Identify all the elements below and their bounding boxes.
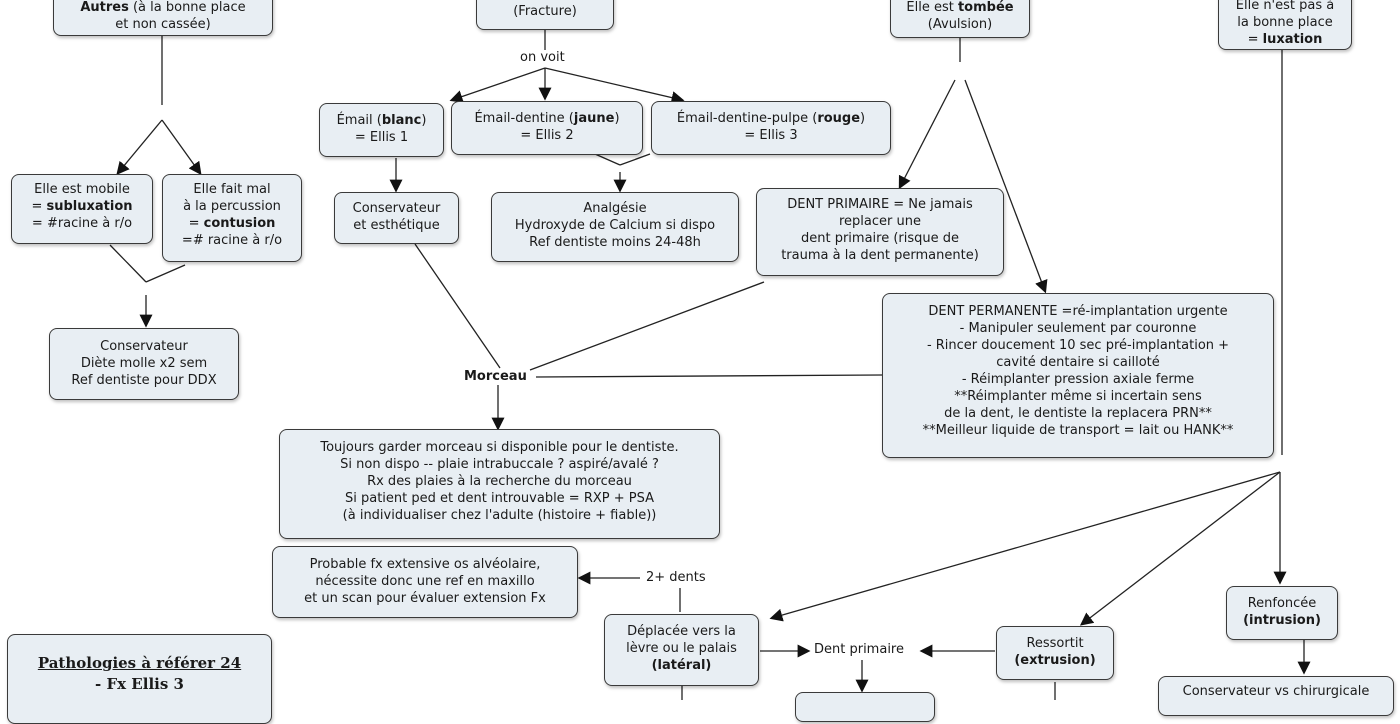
node-conservateur-esthetique-l2: et esthétique [353,218,440,233]
node-luxation-bold: luxation [1262,32,1323,47]
node-probable-fx: Probable fx extensive os alvéolaire, néc… [272,546,578,618]
node-toujours-l3: Rx des plaies à la recherche du morceau [367,474,632,489]
node-dent-primaire-l1: DENT PRIMAIRE = Ne jamais [787,197,973,212]
node-subluxation-l3: = #racine à r/o [31,216,133,231]
node-subluxation-pre: = [31,199,47,214]
node-luxation: Elle n'est pas à la bonne place = luxati… [1218,0,1352,50]
node-probable-l1: Probable fx extensive os alvéolaire, [309,557,541,572]
node-contusion-pre: = [188,216,204,231]
node-dent-permanente-l1: DENT PERMANENTE =ré-implantation urgente [928,304,1228,319]
node-renfoncee-intrusion: Renfoncée (intrusion) [1226,586,1338,640]
node-email-pulpe: Émail-dentine-pulpe (rouge) = Ellis 3 [651,101,891,155]
node-email-pre: Émail ( [336,113,382,128]
node-analgesie-l2: Hydroxyde de Calcium si dispo [514,218,716,233]
node-probable-l2: nécessite donc une ref en maxillo [315,574,535,589]
node-luxation-pre: = [1247,32,1263,47]
node-subluxation-bold: subluxation [46,199,133,214]
node-email-dentine-post: ) [614,111,620,126]
node-ressortit-l1: Ressortit [1026,636,1084,651]
node-email-dentine: Émail-dentine (jaune) = Ellis 2 [451,101,643,155]
node-conservateur-diete-l3: Ref dentiste pour DDX [71,373,217,388]
node-contusion-l1: Elle fait mal [193,182,271,197]
node-contusion: Elle fait mal à la percussion = contusio… [162,174,302,262]
node-email-post: ) [421,113,427,128]
node-subluxation: Elle est mobile = subluxation = #racine … [11,174,153,244]
node-contusion-l2: à la percussion [183,199,281,214]
node-conservateur-esthetique-l1: Conservateur [352,201,441,216]
node-email-pulpe-pre: Émail-dentine-pulpe ( [676,111,818,126]
node-dent-primaire-l3: dent primaire (risque de [800,231,960,246]
node-email-dentine-pre: Émail-dentine ( [474,111,574,126]
node-luxation-l1: Elle n'est pas à [1235,0,1335,13]
node-conservateur-diete: Conservateur Diète molle x2 sem Ref dent… [49,328,239,400]
node-analgesie: Analgésie Hydroxyde de Calcium si dispo … [491,192,739,262]
node-email-dentine-bold: jaune [573,111,615,126]
label-dent-primaire: Dent primaire [812,642,906,657]
node-email-dentine-l2: = Ellis 2 [520,128,574,143]
node-analgesie-l3: Ref dentiste moins 24-48h [529,235,701,250]
node-dent-permanente-l2: - Manipuler seulement par couronne [959,321,1197,336]
node-tombee-bold: tombée [957,0,1014,15]
node-email-pulpe-bold: rouge [817,111,861,126]
node-partial-bottom [795,692,935,722]
node-dent-permanente-l3: - Rincer doucement 10 sec pré-implantati… [926,338,1230,353]
node-fracture-l1: (Fracture) [513,4,577,19]
node-email-l2: = Ellis 1 [354,130,409,145]
node-renfoncee-l1: Renfoncée [1247,596,1317,611]
node-conservateur-esthetique: Conservateur et esthétique [334,192,459,244]
node-tombee: Elle est tombée (Avulsion) [890,0,1030,38]
node-autres-l1: (à la bonne place [128,0,246,15]
node-autres-l2: et non cassée) [115,17,211,32]
node-dent-permanente-l8: **Meilleur liquide de transport = lait o… [922,423,1234,438]
node-toujours-l5: (à individualiser chez l'adulte (histoir… [342,508,657,523]
node-dent-permanente-l5: - Réimplanter pression axiale ferme [961,372,1195,387]
node-toujours-l4: Si patient ped et dent introuvable = RXP… [344,491,654,506]
node-email-pulpe-l2: = Ellis 3 [744,128,798,143]
node-deplacee-l3: (latéral) [651,658,712,673]
node-dent-permanente-l7: de la dent, le dentiste la replacera PRN… [944,406,1212,421]
node-email-blanc: Émail (blanc) = Ellis 1 [319,103,444,157]
node-toujours-l2: Si non dispo -- plaie intrabuccale ? asp… [340,457,659,472]
node-ressortit-l2: (extrusion) [1014,653,1096,668]
node-dent-primaire: DENT PRIMAIRE = Ne jamais replacer une d… [756,188,1004,276]
node-deplacee-l1: Déplacée vers la [627,624,736,639]
node-email-bold: blanc [381,113,422,128]
node-contusion-l4: =# racine à r/o [181,233,283,248]
node-conservateur-chirurgicale: Conservateur vs chirurgicale [1158,676,1394,716]
node-probable-l3: et un scan pour évaluer extension Fx [304,591,546,606]
node-toujours-garder: Toujours garder morceau si disponible po… [279,429,720,539]
node-dent-permanente: DENT PERMANENTE =ré-implantation urgente… [882,293,1274,458]
node-luxation-l2: la bonne place [1237,15,1333,30]
node-tombee-pre: Elle est [906,0,958,15]
node-conservateur-chir-l1: Conservateur vs chirurgicale [1182,684,1370,699]
node-autres-bold: Autres [80,0,129,15]
node-conservateur-diete-l2: Diète molle x2 sem [80,356,208,371]
node-dent-primaire-l4: trauma à la dent permanente) [781,248,979,263]
node-fracture: (Fracture) [476,0,614,30]
node-dent-permanente-l6: **Réimplanter même si incertain sens [954,389,1202,404]
node-analgesie-l1: Analgésie [583,201,647,216]
connector-lines [109,30,1311,700]
node-contusion-bold: contusion [203,216,276,231]
node-tombee-l2: (Avulsion) [927,17,993,32]
node-dent-permanente-l4: cavité dentaire si cailloté [996,355,1160,370]
node-dent-primaire-l2: replacer une [839,214,921,229]
pathologies-title: Pathologies à référer 24 [37,654,242,672]
node-renfoncee-l2: (intrusion) [1243,613,1321,628]
label-on-voit: on voit [518,50,567,65]
label-morceau: Morceau [462,369,529,384]
node-ressortit-extrusion: Ressortit (extrusion) [996,626,1114,680]
node-deplacee-l2: lèvre ou le palais [626,641,737,656]
pathologies-l2: - Fx Ellis 3 [95,675,184,693]
node-subluxation-l1: Elle est mobile [34,182,130,197]
node-conservateur-diete-l1: Conservateur [100,339,188,354]
node-deplacee-lateral: Déplacée vers la lèvre ou le palais (lat… [604,614,759,686]
node-autres: Autres (à la bonne place et non cassée) [53,0,273,36]
node-toujours-l1: Toujours garder morceau si disponible po… [320,440,679,455]
label-deux-dents: 2+ dents [644,570,708,585]
node-email-pulpe-post: ) [860,111,866,126]
pathologies-box: Pathologies à référer 24 - Fx Ellis 3 [7,634,272,724]
